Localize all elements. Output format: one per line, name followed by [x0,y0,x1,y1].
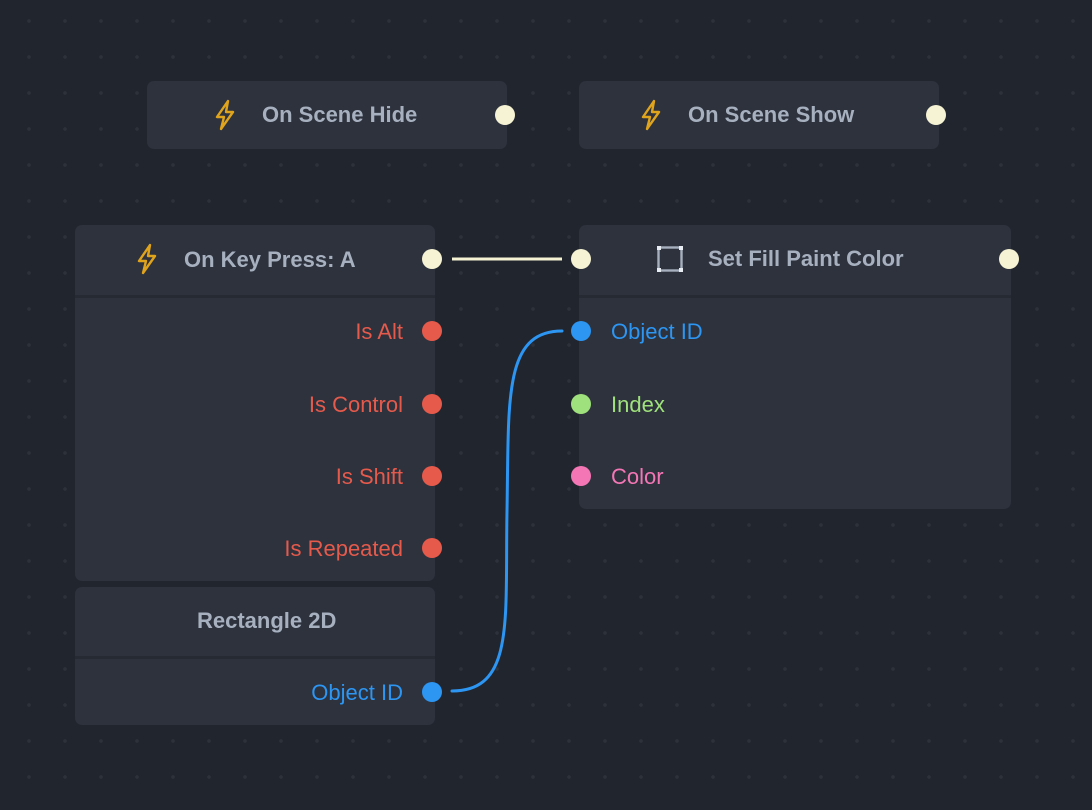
input-label-index: Index [611,392,665,417]
node-on-key-press[interactable]: On Key Press: A Is Alt Is Control Is Shi… [75,225,442,581]
exec-input-port[interactable] [571,249,591,269]
is-alt-output-port[interactable] [422,321,442,341]
exec-output-port[interactable] [495,105,515,125]
index-input-port[interactable] [571,394,591,414]
header-divider [579,295,1011,298]
exec-output-port[interactable] [422,249,442,269]
header-divider [75,656,435,659]
is-control-output-port[interactable] [422,394,442,414]
node-rectangle-2d[interactable]: Rectangle 2D Object ID [75,587,442,725]
node-title: On Scene Hide [262,102,418,127]
node-on-scene-hide[interactable]: On Scene Hide [147,81,515,149]
input-label-object-id: Object ID [611,319,703,344]
square-outline-icon [657,246,683,272]
color-input-port[interactable] [571,466,591,486]
node-title: Rectangle 2D [197,608,337,633]
is-shift-output-port[interactable] [422,466,442,486]
lightning-bolt-icon [137,243,157,275]
output-label-is-alt: Is Alt [355,319,403,344]
output-label-is-repeated: Is Repeated [284,536,403,561]
node-title: On Scene Show [688,102,855,127]
node-set-fill-paint-color[interactable]: Set Fill Paint Color Object ID Index Col… [571,225,1019,509]
lightning-bolt-icon [215,99,235,131]
object-id-output-port[interactable] [422,682,442,702]
exec-output-port[interactable] [926,105,946,125]
object-id-input-port[interactable] [571,321,591,341]
output-label-object-id: Object ID [311,680,403,705]
output-label-is-control: Is Control [308,392,403,417]
node-on-scene-show[interactable]: On Scene Show [579,81,946,149]
object-id-wire-rectangle-to-setfill[interactable] [450,329,564,693]
header-divider [75,295,435,298]
exec-output-port[interactable] [999,249,1019,269]
node-title: Set Fill Paint Color [708,246,904,271]
lightning-bolt-icon [641,99,661,131]
output-label-is-shift: Is Shift [335,464,403,489]
is-repeated-output-port[interactable] [422,538,442,558]
input-label-color: Color [611,464,664,489]
node-title: On Key Press: A [184,247,356,272]
